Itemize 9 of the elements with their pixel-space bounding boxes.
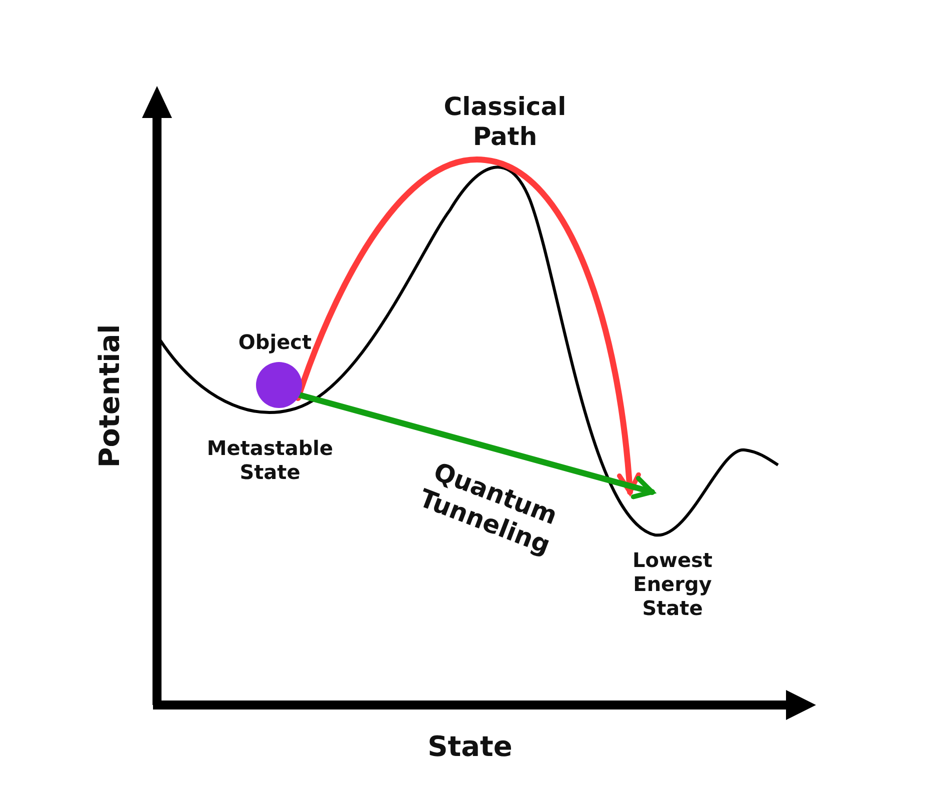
edge-label: Classical Path bbox=[442, 92, 568, 152]
state-label: Metastable State bbox=[190, 436, 350, 484]
axis-label: State bbox=[426, 730, 514, 764]
axis-label: Potential bbox=[94, 323, 126, 470]
arrow bbox=[296, 392, 655, 500]
arrow bbox=[295, 157, 641, 495]
object-label: Object bbox=[237, 330, 313, 354]
object-ball bbox=[256, 362, 302, 408]
state-label: Lowest Energy State bbox=[600, 492, 745, 620]
